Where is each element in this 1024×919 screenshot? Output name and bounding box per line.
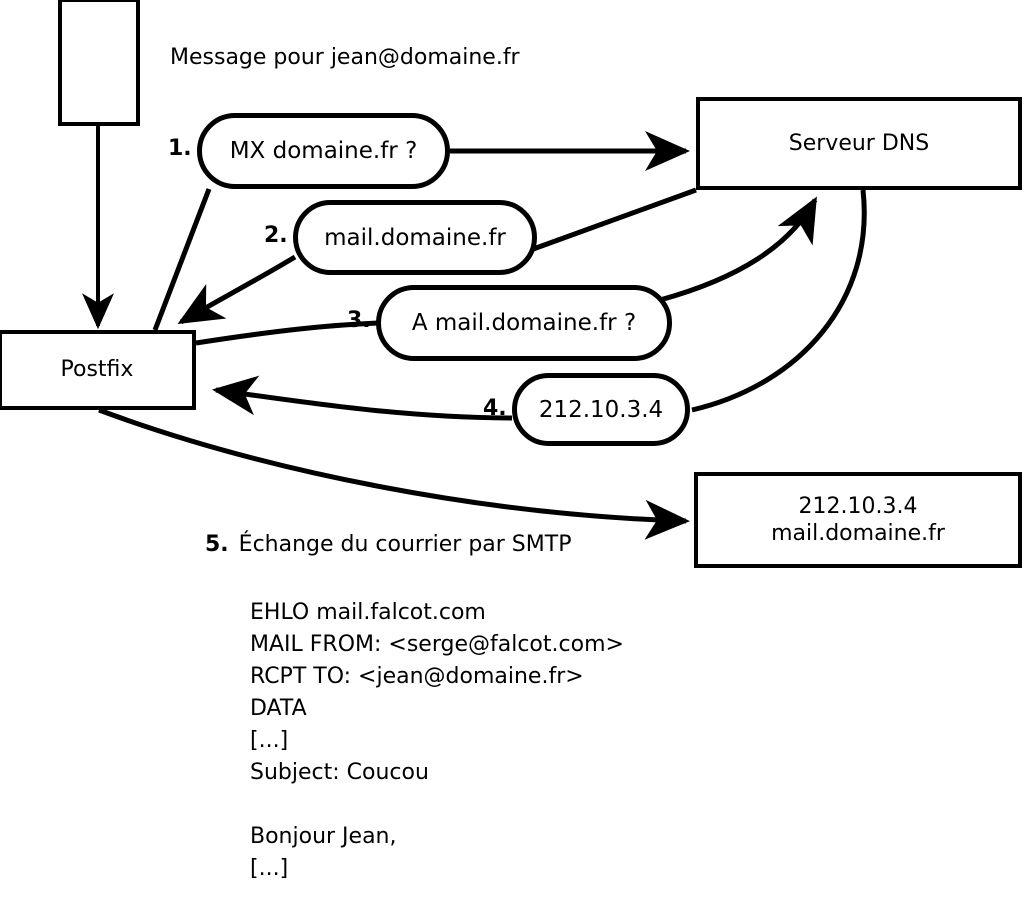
smtp-transcript-line: [...] [250, 856, 289, 881]
smtp-transcript-line: EHLO mail.falcot.com [250, 600, 486, 625]
edge-dns-to-step2 [524, 187, 697, 255]
step-number-1: 1. [168, 136, 192, 161]
edge-postfix-to-remote [98, 407, 690, 540]
edge-postfix-to-step1 [152, 188, 212, 331]
smtp-transcript-line: Bonjour Jean, [250, 824, 397, 849]
step-5-row: 5. Échange du courrier par SMTP [205, 532, 571, 557]
edge-step3-to-dns [659, 196, 818, 303]
page-title: Message pour jean@domaine.fr [170, 45, 520, 70]
smtp-transcript-line [250, 789, 624, 821]
edge-dns-to-step4 [691, 189, 867, 413]
remote-mail-hostname: mail.domaine.fr [771, 521, 945, 546]
step-bubble-3-label: A mail.domaine.fr ? [411, 310, 637, 336]
remote-mail-ip: 212.10.3.4 [798, 493, 918, 519]
step-bubble-2[interactable]: mail.domaine.fr [293, 200, 537, 275]
smtp-transcript-line: [...] [250, 728, 289, 753]
step-bubble-4-label: 212.10.3.4 [538, 396, 664, 423]
dns-server-label: Serveur DNS [788, 130, 930, 156]
remote-mail-server-box[interactable]: 212.10.3.4 mail.domaine.fr [694, 472, 1022, 568]
mail-client-box[interactable] [58, 0, 140, 126]
smtp-transcript-line: DATA [250, 696, 307, 721]
step-bubble-1[interactable]: MX domaine.fr ? [197, 113, 450, 189]
step-bubble-1-label: MX domaine.fr ? [229, 138, 418, 164]
step-number-2: 2. [264, 223, 288, 248]
smtp-transcript-line: RCPT TO: <jean@domaine.fr> [250, 664, 584, 689]
step-number-5: 5. [205, 532, 229, 557]
smtp-transcript-line [250, 885, 624, 917]
step-bubble-2-label: mail.domaine.fr [324, 224, 506, 251]
smtp-transcript-line: MAIL FROM: <serge@falcot.com> [250, 632, 624, 657]
step-5-label: Échange du courrier par SMTP [238, 532, 572, 557]
step-bubble-4[interactable]: 212.10.3.4 [512, 373, 690, 446]
postfix-label: Postfix [60, 357, 134, 383]
edge-step4-to-postfix [212, 375, 513, 421]
edge-postfix-to-step3 [195, 320, 379, 346]
step-number-4: 4. [483, 396, 507, 421]
edge-step2-to-postfix [177, 254, 297, 325]
step-bubble-3[interactable]: A mail.domaine.fr ? [376, 285, 672, 361]
dns-server-box[interactable]: Serveur DNS [696, 97, 1022, 190]
postfix-box[interactable]: Postfix [0, 330, 196, 410]
smtp-transcript-line: Subject: Coucou [250, 760, 429, 785]
step-number-3: 3. [347, 308, 371, 333]
